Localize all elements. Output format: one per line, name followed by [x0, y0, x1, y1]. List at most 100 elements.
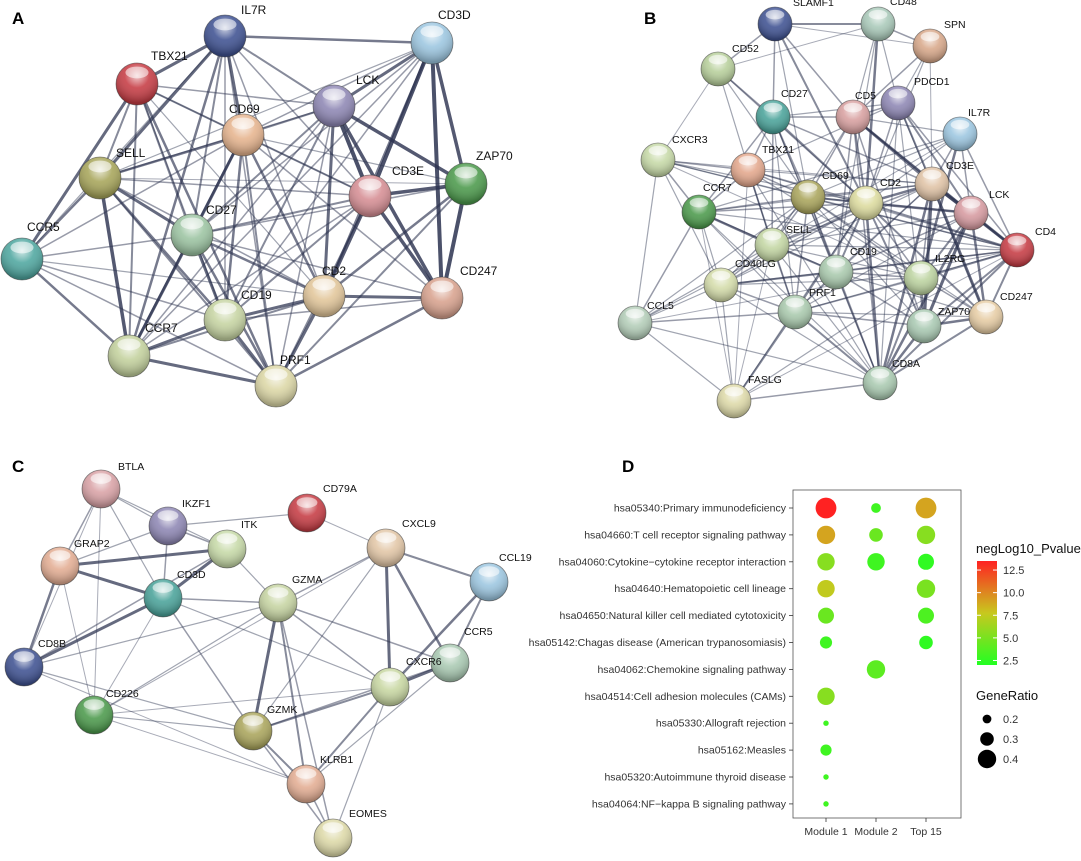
network-c-edge-cd3d-cd8b [22, 596, 165, 669]
network-c-node-cxcl9: CXCL9 [366, 518, 436, 568]
network-b-node-ccl5: CCL5 [617, 300, 674, 341]
network-a-label-sell: SELL [116, 146, 146, 160]
network-c-edge-gzma-klrb1 [277, 602, 307, 785]
network-c-edge-gzma-cxcr6 [277, 602, 391, 688]
network-b-edge-cd2-zap70 [865, 202, 925, 327]
size-legend-label: 0.4 [1003, 754, 1018, 766]
dot-point [869, 528, 883, 542]
network-c-label-gzma: GZMA [292, 574, 322, 586]
size-legend-label: 0.3 [1003, 734, 1018, 746]
network-b-edge-cd3e-cd40lg [720, 183, 933, 286]
x-tick-label: Module 2 [854, 826, 897, 838]
network-b-node-spn: SPN [912, 19, 966, 64]
network-a-node-cd247-gloss [430, 280, 454, 293]
network-a-label-cd19: CD19 [241, 288, 272, 302]
network-b-edge-spn-cd2 [865, 45, 931, 204]
network-b-node-sell: SELL [754, 224, 812, 263]
color-legend-bar [977, 561, 997, 665]
dot-point [820, 744, 832, 756]
network-b-edge-cd4-faslg [733, 249, 1018, 402]
network-c-label-klrb1: KLRB1 [320, 754, 353, 766]
network-c-node-cxcr6: CXCR6 [370, 656, 442, 707]
network-b-edge-ccr7-cd2 [698, 202, 867, 213]
dot-point [919, 635, 933, 650]
y-tick-label: hsa05330:Allograft rejection [656, 718, 786, 730]
network-c-edge-cxcl9-cxcr6 [384, 546, 392, 689]
network-a-node-sell: SELL [78, 146, 146, 200]
network-a-node-cd19: CD19 [203, 288, 272, 342]
y-tick-label: hsa05340:Primary immunodeficiency [614, 503, 787, 515]
network-a-label-lck: LCK [356, 73, 379, 87]
network-b-edge-sell-ccl5 [634, 244, 773, 324]
network-c-node-cd226-gloss [83, 699, 105, 710]
network-b-edge-cd4-zap70 [923, 249, 1018, 327]
y-tick-label: hsa05320:Autoimmune thyroid disease [604, 772, 786, 784]
network-b-label-cd40lg: CD40LG [735, 258, 776, 270]
network-b-node-ccl5-gloss [625, 308, 645, 319]
color-legend-label: 7.5 [1003, 610, 1018, 622]
network-b-edge-cd2-ccl5 [634, 202, 867, 324]
y-tick-label: hsa04640:Hematopoietic cell lineage [614, 583, 786, 595]
network-c-label-cxcr6: CXCR6 [406, 656, 442, 668]
network-a-edge-il7r-cd2 [224, 35, 325, 297]
network-c-edge-cxcl9-gzma [277, 547, 387, 604]
network-b-edge-cd5-il7r [852, 116, 961, 135]
network-c-edge-btla-cd226 [93, 488, 102, 716]
network-b-edge-sell-cd8a [771, 244, 881, 384]
network-b-label-prf1: PRF1 [809, 287, 836, 299]
x-tick-label: Top 15 [910, 826, 942, 838]
network-a-edge-cd69-sell [98, 133, 245, 180]
network-a-edge-zap70-cd27 [191, 183, 467, 236]
network-b-node-zap70: ZAP70 [906, 306, 970, 344]
network-b-node-cd4-gloss [1007, 235, 1027, 246]
network-b-edge-lck-cd247 [969, 211, 988, 319]
network-b-node-cd48: CD48 [860, 0, 917, 42]
network-a-node-cd3e-gloss [358, 178, 382, 191]
network-b-edge-lck-cd8a [878, 211, 973, 385]
network-c-edge-cd3d-gzmk [162, 597, 254, 732]
network-c-edge-ccr5-klrb1 [305, 662, 451, 785]
network-b-edge-il2rg-prf1 [794, 277, 922, 313]
network-a-node-cd3d: CD3D [410, 8, 471, 65]
network-a-edge-cd69-cd19 [223, 133, 245, 322]
network-a-edge-il7r-cd3e [224, 35, 371, 197]
network-b-edge-cd69-cd4 [807, 196, 1018, 251]
network-b-node-faslg: FASLG [716, 374, 782, 419]
network-b-edge-il7r-cd69 [807, 133, 961, 198]
network-c-node-cd79a-gloss [296, 497, 318, 508]
network-c-node-ikzf1: IKZF1 [148, 498, 211, 546]
network-b-edge-cd4-cd19 [835, 249, 1018, 273]
network-a-edge-lck-cd19 [224, 105, 335, 321]
network-a-edge-lck-cd2 [322, 104, 336, 298]
network-a-edge-ccr5-cd19 [21, 258, 226, 321]
network-b-label-tbx21: TBX21 [762, 144, 794, 156]
network-b-node-il7r: IL7R [942, 107, 991, 152]
network-b-node-lck-gloss [961, 198, 981, 209]
color-legend-label: 2.5 [1003, 655, 1018, 667]
network-b-node-cd3e-gloss [922, 169, 942, 180]
network-c-node-ccl19-gloss [478, 566, 500, 577]
network-b-node-spn-gloss [920, 31, 940, 42]
network-a-label-ccr7: CCR7 [145, 321, 178, 335]
dot-point [819, 636, 833, 649]
size-legend-title: GeneRatio [976, 688, 1038, 703]
network-b-node-sell-gloss [762, 230, 782, 241]
dot-point [817, 687, 835, 706]
network-a-edge-cd3d-ccr7 [128, 42, 433, 357]
network-a-label-zap70: ZAP70 [476, 149, 513, 163]
network-b-edge-cd69-cd247 [807, 196, 987, 318]
network-b-node-cd27-gloss [763, 102, 783, 113]
network-a-node-il7r: IL7R [203, 3, 267, 58]
network-c-label-ikzf1: IKZF1 [182, 498, 211, 510]
network-a-node-zap70-gloss [454, 166, 478, 179]
network-b-edge-cd52-cxcr3 [657, 68, 719, 161]
network-b-edge-cxcr3-cd3e [657, 159, 933, 185]
network-b-edge-ccr7-cd4 [698, 211, 1018, 251]
network-a-label-cd27: CD27 [206, 203, 237, 217]
network-b-node-prf1: PRF1 [777, 287, 836, 330]
dot-point [823, 801, 829, 807]
network-c-node-cd8b-gloss [13, 651, 35, 662]
network-c-label-cd8b: CD8B [38, 638, 66, 650]
